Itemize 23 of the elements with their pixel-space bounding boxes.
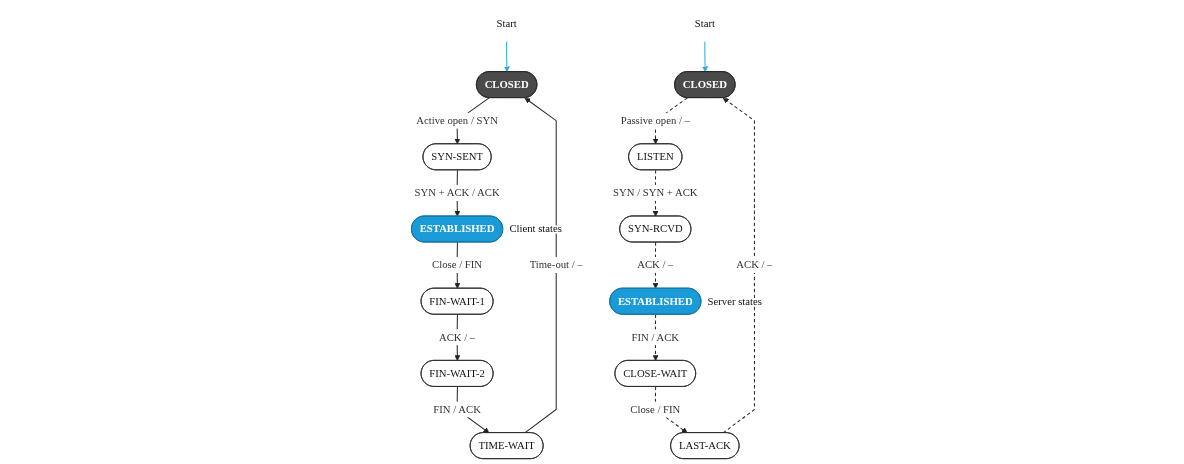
arrow xyxy=(652,169,659,217)
arrow xyxy=(722,97,755,434)
arrow xyxy=(702,40,708,73)
node-text: Start xyxy=(496,17,517,29)
arrow xyxy=(652,241,659,289)
edge-label: Close / FIN xyxy=(432,259,483,271)
edge-label: ACK / – xyxy=(438,331,476,343)
node-text: Start xyxy=(694,17,715,29)
edge-label: SYN / SYN + ACK xyxy=(613,186,698,199)
arrow xyxy=(524,97,557,434)
arrow xyxy=(503,40,510,73)
node-label: Server states xyxy=(707,294,762,307)
edge-label: SYN + ACK / ACK xyxy=(414,186,500,199)
edge-label: ACK / – xyxy=(637,259,674,271)
edge-label: Close / FIN xyxy=(630,403,681,415)
arrow xyxy=(654,386,688,434)
edge-label: Active open / SYN xyxy=(416,114,498,127)
edge-label: Passive open / – xyxy=(620,114,690,127)
edge-label: Time-out / – xyxy=(529,259,583,271)
edge-label: FIN / ACK xyxy=(433,403,481,415)
edge-label: ACK / – xyxy=(736,259,773,271)
arrow xyxy=(652,314,659,361)
edge-label: FIN / ACK xyxy=(631,331,680,343)
